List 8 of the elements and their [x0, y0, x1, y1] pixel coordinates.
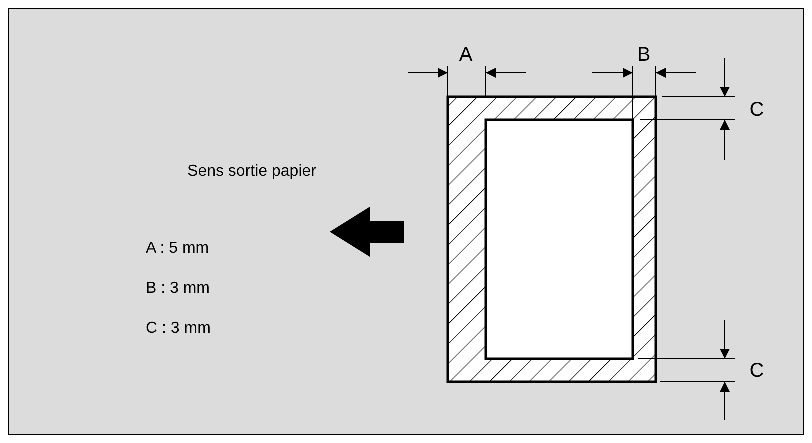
- dimension-label: B: [637, 45, 651, 65]
- dimension-label: C: [750, 361, 764, 381]
- dimension-note: B : 3 mm: [146, 281, 210, 297]
- dimension-label: A: [459, 45, 473, 65]
- dimension-note: A : 5 mm: [146, 241, 210, 257]
- dimension-label: C: [750, 100, 764, 120]
- direction-label: Sens sortie papier: [188, 164, 316, 180]
- dimension-note: C : 3 mm: [146, 321, 211, 337]
